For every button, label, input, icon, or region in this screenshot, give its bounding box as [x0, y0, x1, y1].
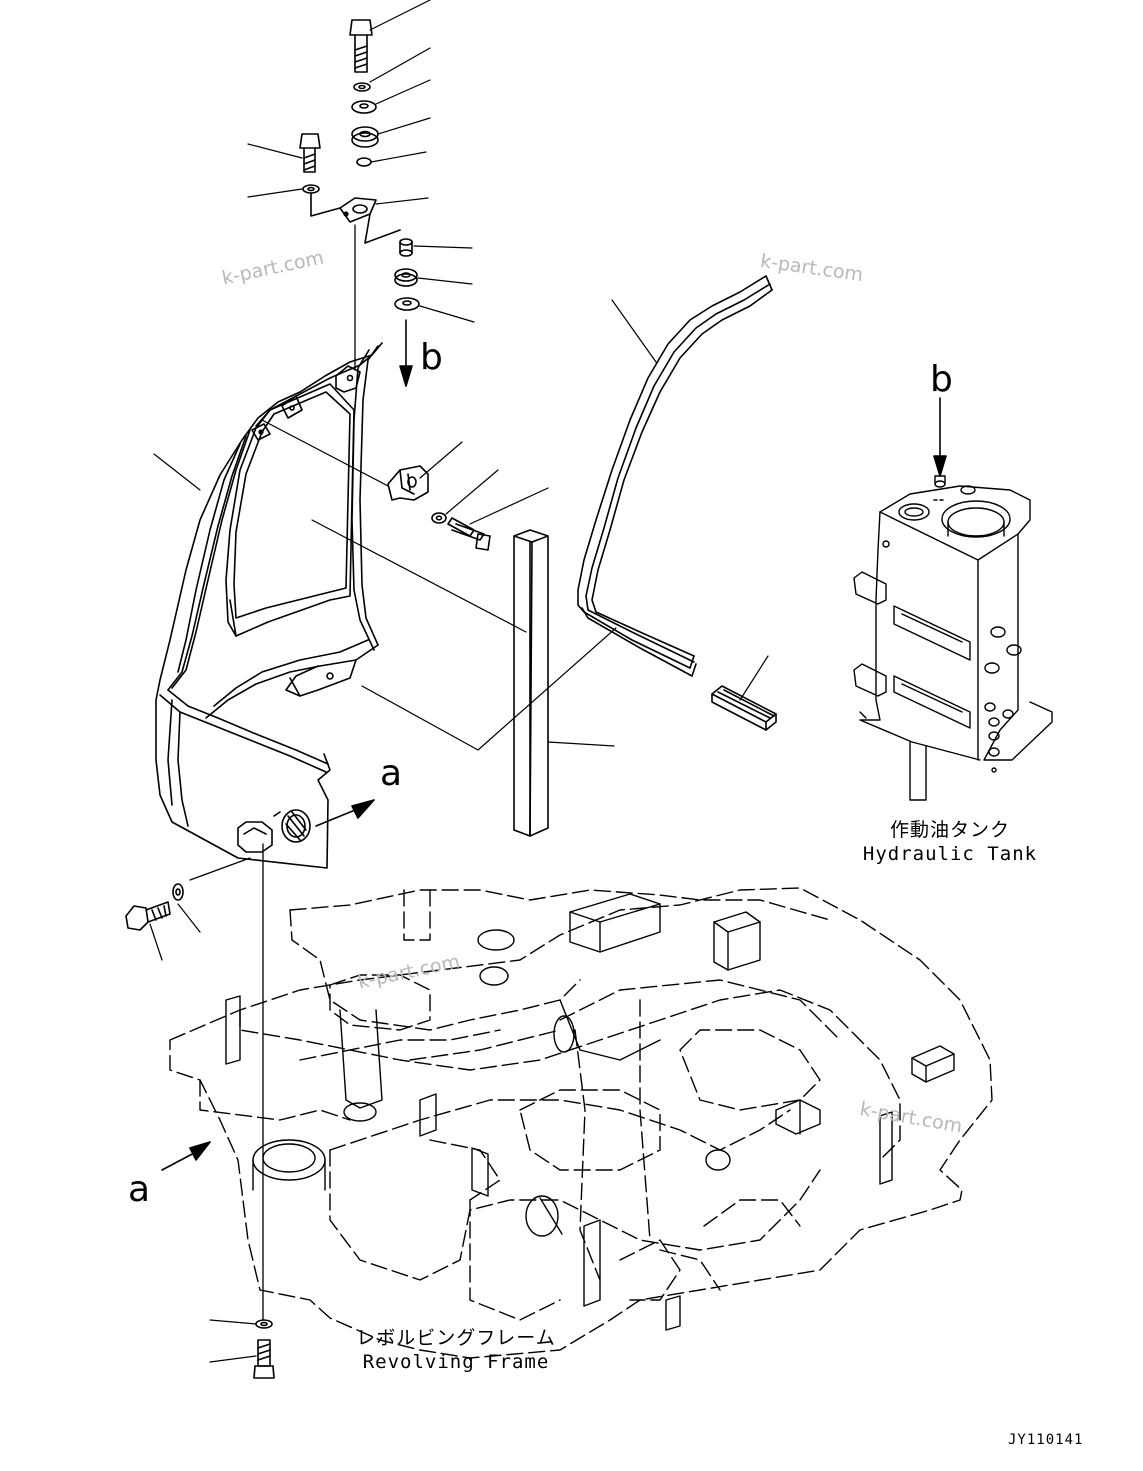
callout-b-upper: b — [420, 337, 443, 378]
revolving-frame-label-jp: レボルビングフレーム — [356, 1327, 556, 1349]
revolving-frame-label-en: Revolving Frame — [362, 1351, 550, 1373]
clip-bolt — [447, 517, 491, 551]
leader-bottom-bolt — [209, 1355, 257, 1363]
collar — [399, 238, 413, 257]
hydraulic-tank-label: 作動油タンク Hydraulic Tank — [858, 818, 1042, 866]
leader-curved-seal — [611, 299, 657, 363]
arrow-a-frame-shaft — [161, 1151, 197, 1171]
leader-lower-washer — [177, 903, 201, 933]
hydraulic-tank-label-jp: 作動油タンク — [889, 819, 1010, 841]
callout-a-cover: a — [380, 753, 403, 794]
leader-cover — [153, 453, 201, 491]
arrow-a-cover-head — [351, 799, 375, 819]
mount-bracket — [339, 197, 377, 223]
leader-window — [311, 519, 527, 633]
arrow-b-tank-head — [933, 455, 947, 477]
hydraulic-tank — [853, 475, 1053, 801]
rubber-cushion — [351, 126, 379, 148]
seal-end-piece — [711, 685, 777, 731]
arrow-a-frame-head — [189, 1141, 211, 1161]
plain-washer-1 — [351, 100, 377, 114]
seal-strip-vertical — [513, 529, 549, 837]
lower-cushion — [394, 268, 418, 287]
callout-a-frame: a — [128, 1169, 151, 1210]
clip-washer — [431, 512, 447, 524]
side-washer — [302, 184, 320, 194]
curved-seal — [577, 275, 773, 677]
leader-bottom-washer — [209, 1319, 257, 1325]
arrow-a-cover-shaft — [315, 807, 361, 827]
leader-lines-upper — [247, 0, 475, 323]
bracket-leader-right — [364, 213, 401, 244]
lower-side-washer — [172, 883, 184, 901]
lock-washer-1 — [353, 82, 371, 92]
callout-b-tank: b — [930, 359, 953, 400]
top-bolt — [349, 19, 373, 73]
o-ring — [356, 157, 372, 167]
clip-bracket — [387, 465, 429, 501]
revolving-frame-details — [225, 893, 955, 1331]
plain-washer-2 — [394, 297, 420, 311]
bracket-leader-left — [310, 192, 341, 217]
lower-side-bolt — [125, 901, 171, 931]
arrow-b-upper-head — [399, 365, 413, 387]
revolving-frame-label: レボルビングフレーム Revolving Frame — [356, 1326, 556, 1374]
leader-seal-vertical — [361, 627, 617, 751]
document-number: JY110141 — [1008, 1432, 1084, 1448]
side-bolt — [299, 133, 321, 173]
revolving-frame — [169, 887, 993, 1359]
bottom-washer — [255, 1319, 273, 1329]
hydraulic-tank-label-en: Hydraulic Tank — [862, 843, 1038, 865]
leader-lower-bolt — [149, 923, 163, 961]
bottom-bolt — [253, 1339, 275, 1379]
leader-seal-right — [547, 741, 615, 747]
leader-line-bolt-extension — [189, 857, 251, 881]
leader-bracket-line — [261, 419, 389, 487]
side-cover-panel — [155, 342, 383, 869]
leader-seal-end — [739, 655, 769, 701]
leader-lines-clip — [419, 441, 549, 525]
